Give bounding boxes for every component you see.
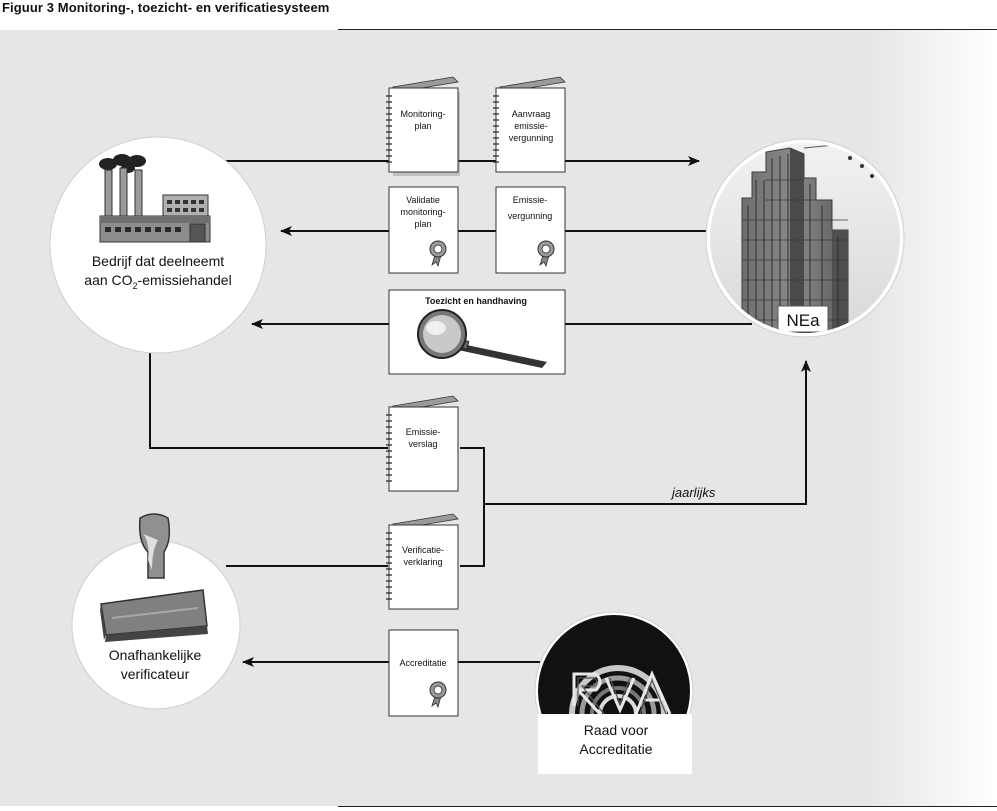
doc-aanvraag-line1: Aanvraag [512, 109, 551, 119]
doc-validatie-line2: monitoring- [400, 207, 445, 217]
doc-validatie-line1: Validatie [406, 195, 440, 205]
doc-aanvraag: Aanvraag emissie- vergunning [493, 76, 566, 173]
bedrijf-node: Bedrijf dat deelneemt aan CO2-emissiehan… [49, 136, 267, 354]
doc-toezicht-line1: Toezicht en handhaving [425, 296, 527, 306]
rva-label-line2: Accreditatie [579, 741, 652, 757]
arrow-jaarlijks-to-nea [484, 360, 811, 505]
seal-icon [537, 240, 555, 268]
doc-monitoringplan: Monitoring- plan [386, 76, 460, 176]
doc-monitoringplan-line2: plan [414, 121, 431, 131]
diagram: jaarlijks Bedr [0, 30, 997, 806]
line-verslag-bracket [460, 447, 485, 567]
doc-aanvraag-line2: emissie- [514, 121, 548, 131]
bottom-rule [338, 806, 997, 807]
stamp-icon [100, 513, 208, 642]
rva-node: Raad voor Accreditatie [534, 611, 694, 774]
line-bedrijf-to-verslag [149, 340, 388, 449]
nea-node: NEa [705, 138, 905, 338]
doc-emissieverslag-line1: Emissie- [406, 427, 441, 437]
flow-lines [149, 156, 811, 667]
figure-title: Figuur 3 Monitoring-, toezicht- en verif… [2, 0, 330, 15]
doc-aanvraag-line3: vergunning [509, 133, 554, 143]
top-rule [338, 29, 997, 30]
factory-icon [99, 154, 211, 243]
doc-emissievergunning-line2: vergunning [508, 211, 553, 221]
magnifier-icon [417, 309, 547, 368]
doc-emissieverslag: Emissie- verslag [386, 395, 459, 492]
seal-icon [429, 240, 447, 268]
seal-icon [429, 681, 447, 709]
doc-emissievergunning-line1: Emissie- [513, 195, 548, 205]
verificateur-node: Onafhankelijke verificateur [71, 513, 241, 710]
building-photo [710, 143, 900, 333]
verificateur-label-line2: verificateur [121, 666, 190, 682]
doc-accreditatie: Accreditatie [388, 629, 459, 717]
rva-label-line1: Raad voor [584, 722, 649, 738]
doc-verificatieverklaring: Verificatie- verklaring [386, 513, 459, 610]
doc-validatie: Validatie monitoring- plan [388, 186, 459, 274]
jaarlijks-label: jaarlijks [670, 485, 716, 500]
doc-verificatieverklaring-line1: Verificatie- [402, 545, 444, 555]
doc-validatie-line3: plan [414, 219, 431, 229]
doc-emissieverslag-line2: verslag [408, 439, 437, 449]
verificateur-label-line1: Onafhankelijke [109, 647, 202, 663]
doc-verificatieverklaring-line2: verklaring [403, 557, 442, 567]
doc-monitoringplan-line1: Monitoring- [400, 109, 445, 119]
doc-accreditatie-line1: Accreditatie [399, 658, 446, 668]
nea-label: NEa [786, 311, 820, 330]
bedrijf-label-line1: Bedrijf dat deelneemt [92, 253, 224, 269]
doc-emissievergunning: Emissie- vergunning [495, 186, 566, 274]
doc-toezicht: Toezicht en handhaving [388, 289, 566, 375]
bedrijf-label-line2: aan CO2-emissiehandel [84, 272, 231, 291]
